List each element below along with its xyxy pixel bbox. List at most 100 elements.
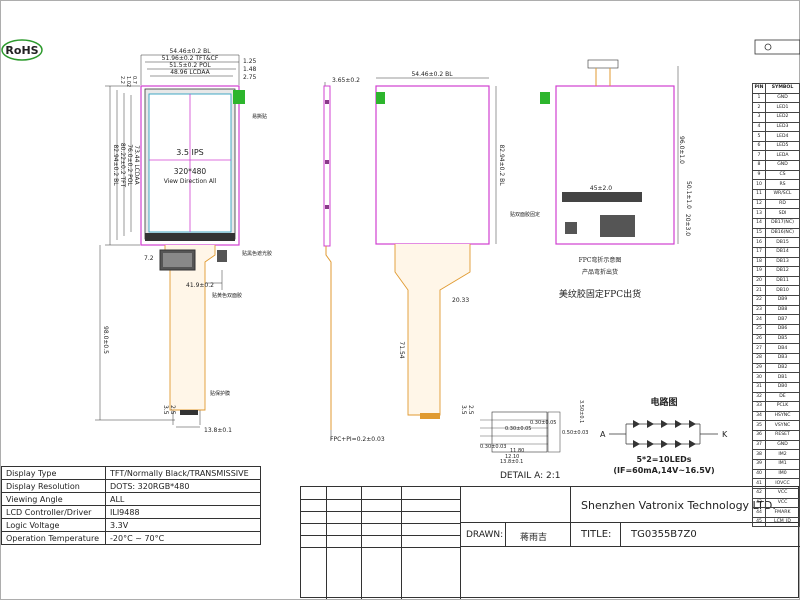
pin-symbol: LEDA [765,150,800,162]
pin-number: 14 [752,217,766,229]
pin-header-number: PIN [752,83,766,94]
note-product-bend: 产品弯折出货 [582,268,618,276]
title-label: TITLE: [581,529,612,540]
pin-number: 19 [752,266,766,277]
pin-symbol: DB3 [765,352,800,364]
back-dim-length: 82.94±0.2 BL [498,144,505,186]
pin-number: 9 [752,169,766,181]
note-fpc-bend: FPC弯折示意图 [579,256,622,264]
pin-number: 35 [752,420,766,432]
back-dim-2-5: 2.5 [467,405,474,415]
pin-number: 27 [752,343,766,354]
pin-symbol: PCLK [765,401,800,412]
spec-value: TFT/Normally Black/TRANSMISSIVE [105,466,261,480]
pin-number: 38 [752,449,766,460]
pin-number: 11 [752,189,766,200]
pin-symbol: HSYNC [765,410,800,422]
fold-dim-20: 20±3.0 [684,214,691,236]
pin-symbol: RD [765,198,800,210]
pin-symbol: DB5 [765,333,800,345]
note-easy-tear: 易撕贴 [252,113,267,120]
pin-number: 31 [752,381,766,393]
pin-number: 21 [752,285,766,297]
fold-dim-96: 96.0±1.0 [678,136,685,164]
pin-symbol: RS [765,179,800,191]
pin-number: 2 [752,102,766,113]
fold-dim-50-1: 50.1±1.0 [685,181,692,209]
detail-dim-6: 0.50±0.03 [562,430,588,436]
led-count: 5*2=10LEDs [636,455,691,464]
pin-number: 40 [752,468,766,480]
spec-key: Operation Temperature [1,531,106,545]
pin-number: 42 [752,487,766,499]
screen-resolution-label: 320*480 [174,167,207,176]
pin-symbol: LED2 [765,111,800,123]
pin-number: 41 [752,478,766,489]
note-glue: 贴双面胶固定 [510,211,540,218]
spec-value: ALL [105,492,261,506]
pin-number: 34 [752,410,766,422]
back-view: 54.46±0.2 BL 82.94±0.2 BL 20.33 71.54 3.… [375,71,505,419]
title-block: DRAWN: 蒋雨吉 Shenzhen Vatronix Technology … [300,486,800,599]
anode-label: A [600,430,606,439]
detail-dim-4: 0.30±0.03 [480,444,506,450]
pin-number: 6 [752,140,766,152]
pin-number: 37 [752,439,766,451]
detail-dim-3: 12.10 [505,454,519,460]
side-view: 3.65±0.2 FPC+PI=0.2±0.03 [323,77,385,443]
dim-length-aa: 73.44 LCDAA [133,145,140,185]
dim-bl-width: 54.46±0.2 BL [169,48,211,55]
pin-header-symbol: SYMBOL [765,83,800,94]
pin-symbol: DB2 [765,362,800,374]
pin-symbol: GND [765,439,800,451]
spec-value: DOTS: 320RGB*480 [105,479,261,493]
fpc-fold-view: 45±2.0 96.0±1.0 50.1±1.0 20±3.0 贴双面胶固定 F… [510,59,692,300]
pin-symbol: LED1 [765,102,800,113]
pin-number: 44 [752,507,766,518]
pin-number: 32 [752,391,766,403]
detail-dim-5: 13.8±0.1 [500,459,523,465]
pin-symbol: VSYNC [765,420,800,432]
dim-t3: 0.7 [131,76,137,84]
pin-symbol: CS [765,169,800,181]
pin-number: 43 [752,497,766,509]
pin-symbol: DB8 [765,304,800,316]
dim-length-pol: 76.0±0.2 POL [126,144,133,186]
pin-number: 1 [752,92,766,104]
detail-dim-2: 11.80 [510,448,524,454]
pin-symbol: DB14 [765,246,800,258]
pin-number: 30 [752,372,766,383]
detail-dim-7: 0.30±0.05 [530,420,556,426]
dim-length-bl: 82.94±0.2 BL [112,144,119,186]
dim-t1: 2.2 [119,76,125,84]
pin-symbol: GND [765,92,800,104]
pin-number: 20 [752,275,766,287]
pin-symbol: IOVCC [765,478,800,489]
pin-number: 15 [752,227,766,239]
spec-key: Display Type [1,466,106,480]
pin-number: 13 [752,208,766,219]
pin-symbol: DB11 [765,275,800,287]
pin-symbol: LCM_ID [765,516,800,528]
